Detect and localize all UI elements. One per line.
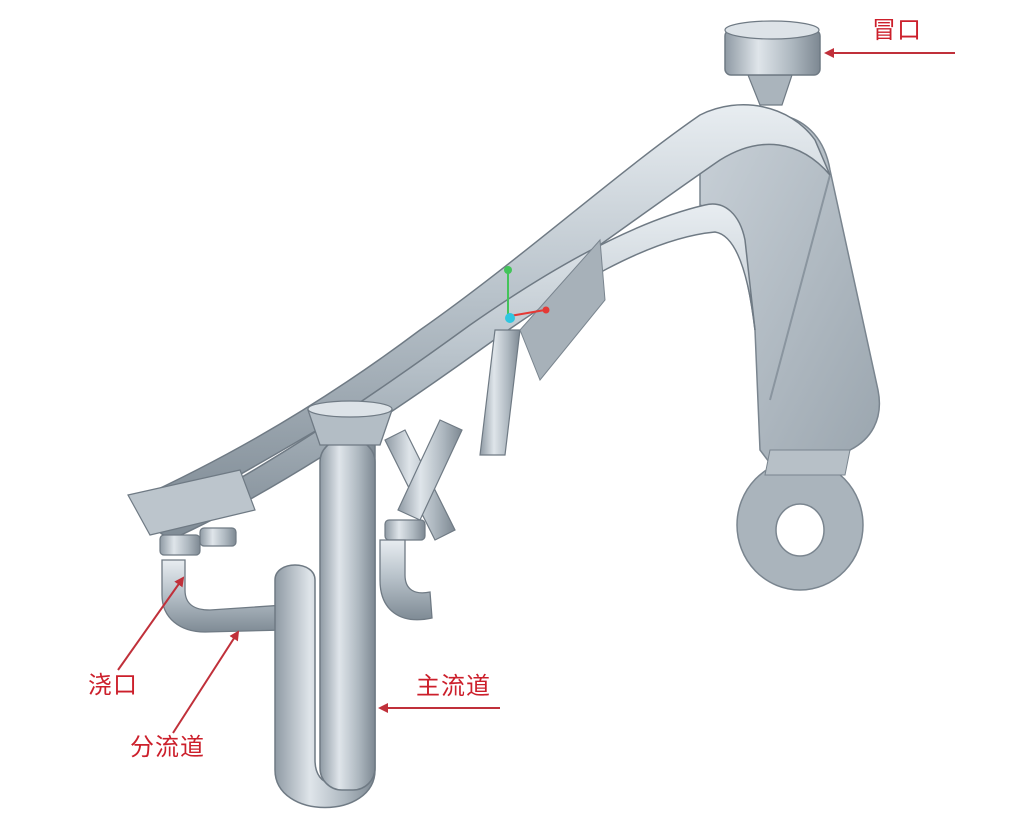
web-panel: [519, 238, 606, 381]
riser-neck: [747, 74, 793, 106]
gate-arrow: [117, 576, 185, 671]
sprue-cup-top: [307, 400, 393, 418]
sprue-label: 主流道: [416, 672, 491, 700]
left-end-block: [127, 469, 256, 536]
runner-arrow: [172, 630, 240, 734]
runner-right: [379, 539, 433, 621]
riser-label: 冒口: [872, 16, 922, 44]
gate-pad-right: [384, 519, 426, 541]
sprue-column: [319, 439, 376, 791]
gate-pad-mid: [199, 527, 237, 547]
lug-hole: [775, 503, 825, 557]
coordinate-triad-icon: [504, 266, 550, 323]
runner-left: [161, 559, 286, 633]
gate-label: 浇口: [88, 671, 138, 699]
bracket-plate: [699, 113, 881, 471]
riser-top: [724, 20, 820, 40]
gate-pad-left: [159, 534, 201, 556]
runner-label: 分流道: [130, 733, 205, 761]
lug-neck: [764, 449, 851, 476]
strut-1: [479, 329, 521, 456]
bracket-plate-edge: [769, 174, 831, 401]
lower-arm: [148, 203, 756, 541]
